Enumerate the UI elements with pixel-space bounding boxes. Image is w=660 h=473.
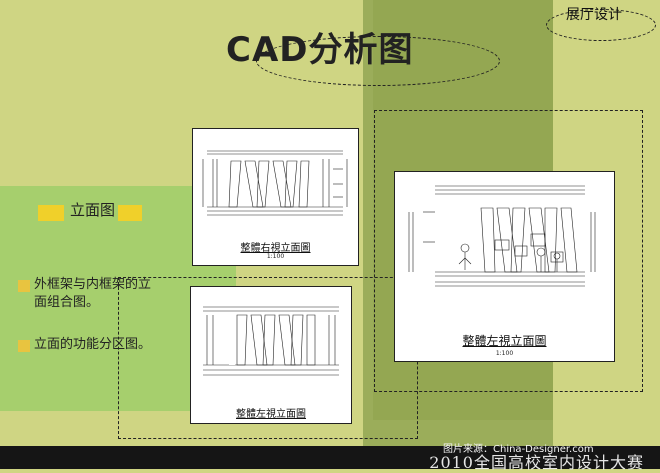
cad-panel-left-elevation-small: 整體左視立面圖 xyxy=(190,286,352,424)
note-1: 外框架与内框架的立面组合图。 xyxy=(34,277,152,310)
section-label-highlight xyxy=(38,205,64,221)
panel-scale: 1:100 xyxy=(495,350,514,357)
footer-text: 2010全国高校室内设计大赛 xyxy=(429,453,644,472)
section-label: 立面图 xyxy=(70,201,116,219)
cad-drawing-1 xyxy=(202,150,348,216)
panel-caption: 整體左視立面圖 xyxy=(462,334,547,348)
note-2: 立面的功能分区图。 xyxy=(34,337,152,352)
cad-drawing-2 xyxy=(203,306,339,376)
watermark: 图片来源：China-Designer.com xyxy=(443,444,594,455)
note-bullet-2 xyxy=(18,340,30,352)
cad-drawing-3 xyxy=(408,185,596,287)
corner-title: 展厅设计 xyxy=(566,7,622,23)
dashed-region-right xyxy=(374,110,643,392)
panel-caption: 整體右視立面圖 xyxy=(240,243,311,254)
title-ellipse xyxy=(256,36,500,86)
footer-bar: 2010全国高校室内设计大赛 xyxy=(0,446,660,472)
corner-title-ellipse xyxy=(546,9,656,41)
cad-panel-right-elevation: 整體右視立面圖 1:100 xyxy=(192,128,359,266)
note-bullet-1 xyxy=(18,280,30,292)
panel-scale: 1:100 xyxy=(266,253,285,260)
page-title: CAD分析图 xyxy=(226,30,414,70)
section-label-highlight-right xyxy=(118,205,142,221)
cad-panel-left-elevation-large: 整體左視立面圖 1:100 xyxy=(394,171,615,362)
panel-caption: 整體左視立面圖 xyxy=(236,409,306,420)
